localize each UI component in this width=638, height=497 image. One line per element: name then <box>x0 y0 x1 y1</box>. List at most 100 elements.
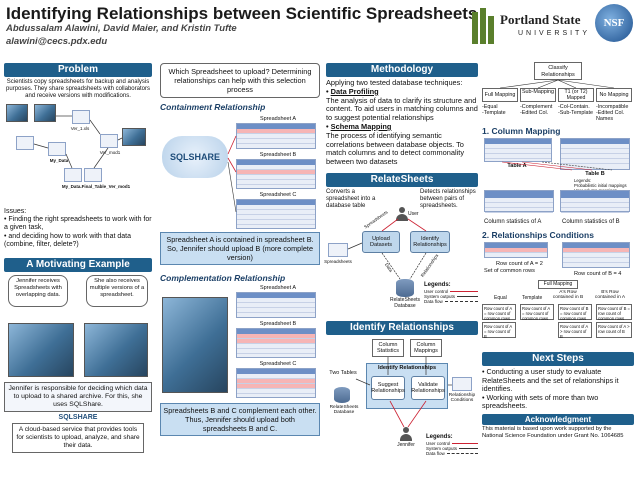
poster-email: alawini@cecs.pdx.edu <box>6 36 108 47</box>
containment-caption: Spreadsheet A is contained in spreadshee… <box>160 232 320 265</box>
cond-box-6: Row count of B = row count of common row… <box>596 304 632 321</box>
methodology-intro: Applying two tested database techniques: <box>326 78 463 87</box>
relatesheets-left-text: Converts a spreadsheet into a database t… <box>326 188 376 210</box>
relatesheets-arrows <box>347 218 427 280</box>
motivating-bubbles: Jennifer receives Spreadsheets with over… <box>4 274 152 323</box>
spreadsheets-icon <box>328 242 348 257</box>
complementation-photo <box>162 297 228 393</box>
bubble-right: She also receives multiple versions of a… <box>86 274 148 307</box>
relatesheets-db-label: RelateSheets Database <box>389 296 421 309</box>
col-stats-b-table <box>560 190 630 213</box>
classify-sub-t1: -Col-Contain. -Sub-Template <box>558 104 594 117</box>
comp-sheet-b-label: Spreadsheet B <box>259 321 297 327</box>
relatesheets-legend-title: Legends: <box>424 281 451 288</box>
identify-frame-title: Identify Relationships <box>377 364 437 371</box>
identify-db-label: RelateSheets Database <box>329 404 359 415</box>
column-which-spreadsheet: Which Spreadsheet to upload? Determining… <box>160 63 320 493</box>
identify-diagram: Column Statistics Column Mappings Identi… <box>326 335 478 459</box>
user-icon <box>396 206 408 221</box>
relatesheets-diagram: Converts a spreadsheet into a database t… <box>324 187 478 317</box>
psu-tower-icon <box>472 8 494 44</box>
col-map-box: Column Mappings <box>410 338 442 357</box>
sqlshare-logo-small: SQLSHARE <box>58 414 98 422</box>
two-tables-label: Two Tables <box>329 369 357 376</box>
question-box: Which Spreadsheet to upload? Determining… <box>160 63 320 98</box>
jennifer-icon <box>400 426 412 441</box>
sqlshare-cloud: SQLSHARE <box>162 136 228 178</box>
legend-data-flow: Data flow <box>424 298 443 304</box>
col-stats-captions: Column statistics of A Column statistics… <box>482 218 634 227</box>
upload-datasets-node: Upload Datasets <box>362 230 400 253</box>
row-count-b: Row count of B = 4 <box>574 271 622 277</box>
relatesheets-heading: RelateSheets <box>326 172 478 187</box>
psu-logo: Portland State UNIVERSITY <box>468 4 587 48</box>
column-mapping-heading: 1. Column Mapping <box>482 126 561 136</box>
table-b-label: Table B <box>585 171 605 177</box>
classify-node-no: No Mapping <box>596 88 632 102</box>
conditions-label: Relationship Conditions <box>448 392 476 403</box>
issue-item: and deciding how to work with that data … <box>4 233 152 250</box>
col-stats-a-table <box>484 190 554 213</box>
sqlshare-description: A cloud-based service that provides tool… <box>12 423 144 454</box>
cond-b-rows-a: B's Row contained in A <box>594 290 626 301</box>
suggest-node: Suggest Relationships <box>371 375 405 400</box>
step1-title: • Data Profiling <box>326 86 379 96</box>
cond-template: Template <box>522 295 543 301</box>
cond-table-b <box>562 242 630 268</box>
col-stats-b-caption: Column statistics of B <box>562 219 620 225</box>
scientist-photo-2 <box>34 104 56 122</box>
containment-arrows <box>227 135 237 213</box>
bubble-left: Jennifer receives Spreadsheets with over… <box>8 274 68 307</box>
classify-node-t1: T1 (or T2) Mapped <box>558 88 594 102</box>
nsf-logo: NSF <box>595 4 633 42</box>
comp-sheet-c <box>236 368 316 398</box>
comp-sheet-a-label: Spreadsheet A <box>259 285 297 291</box>
file-icon-final <box>64 168 82 182</box>
issues-list: Finding the right spreadsheets to work w… <box>4 216 152 250</box>
file-label-ver-mod1: Ver_mod1 <box>99 150 121 155</box>
issues-title: Issues: <box>4 208 27 215</box>
mapping-legend-item: Probabilistic initial mappings <box>574 183 627 188</box>
classify-top-box: Classify Relationships <box>534 62 582 80</box>
classify-lines <box>499 79 615 89</box>
identify-legend: User control System outputs Data flow <box>426 441 478 456</box>
jennifer-photo-1 <box>8 322 74 377</box>
sheet-c <box>236 199 316 229</box>
sheet-a <box>236 123 316 149</box>
motivating-photos <box>4 322 152 379</box>
comp-sheet-a <box>236 292 316 318</box>
col-stats-box: Column Statistics <box>372 338 404 357</box>
column-problem: Problem Scientists copy spreadsheets for… <box>4 63 152 493</box>
file-label-my-data: My_Data <box>49 158 69 163</box>
file-icon-ver-mod1 <box>100 134 118 148</box>
sheet-b <box>236 159 316 189</box>
mapping-legend-title: Legends: <box>574 178 592 183</box>
user-label: User <box>408 210 419 217</box>
jennifer-photo-2 <box>84 322 148 377</box>
file-icon-my-data-2 <box>48 142 66 156</box>
file-icon-my-data <box>16 136 34 150</box>
psu-logo-name: Portland State <box>500 12 581 27</box>
comp-sheet-b <box>236 328 316 358</box>
classify-diagram: Classify Relationships Full Mapping Sub-… <box>482 60 634 122</box>
mapping-lines <box>501 161 613 171</box>
table-a-label: Table A <box>507 163 527 169</box>
step2-title-text: Schema Mapping <box>330 121 392 131</box>
set-common-rows: Set of common rows <box>484 268 535 274</box>
relatesheets-right-text: Detects relationships between pairs of s… <box>420 188 476 210</box>
problem-text: Scientists copy spreadsheets for backup … <box>6 79 150 99</box>
identify-db-icon <box>334 386 350 403</box>
sheet-c-label: Spreadsheet C <box>259 192 297 198</box>
next-step-item: Conducting a user study to evaluate Rela… <box>482 367 634 394</box>
col-stats-a-caption: Column statistics of A <box>484 219 542 225</box>
identify-heading: Identify Relationships <box>326 320 478 335</box>
poster-authors: Abdussalam Alawini, David Maier, and Kri… <box>6 23 237 34</box>
classify-sub-sub: -Complement -Edited Col. <box>520 104 553 117</box>
next-steps-list: Conducting a user study to evaluate Rela… <box>482 367 634 411</box>
conditions-figure: Row count of A = 2 Set of common rows Ro… <box>482 240 634 356</box>
problem-heading: Problem <box>4 63 152 77</box>
nsf-logo-text: NSF <box>603 17 625 29</box>
cond-box-4: Row count of B = row count of common row… <box>558 304 592 321</box>
cond-box-5: Row count of A > row count of B <box>558 322 592 339</box>
legend-data-flow: Data flow <box>426 450 445 456</box>
